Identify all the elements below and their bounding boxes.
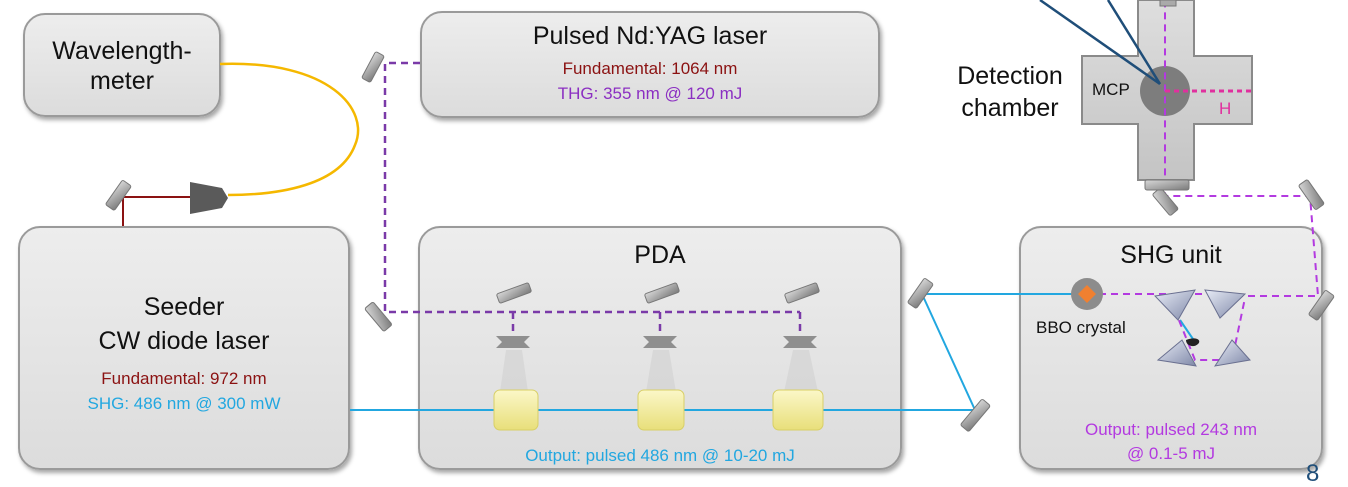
mirror [644, 282, 680, 304]
bbo-crystal [1078, 285, 1096, 303]
mirror [1298, 179, 1325, 210]
mirror [361, 51, 385, 83]
uv-243-beam [1087, 0, 1320, 361]
arrow-line [1039, 0, 1161, 86]
lens [496, 336, 817, 348]
h-label: H [1219, 99, 1232, 118]
prism [1213, 339, 1251, 367]
dye-cell [772, 389, 824, 431]
pda-title: PDA [634, 241, 686, 269]
shg-output: Output: pulsed 243 nm @ 0.1-5 mJ [1084, 420, 1257, 463]
mcp-label: MCP [1092, 80, 1130, 99]
bbo-crystal-label: BBO crystal [1036, 318, 1126, 337]
mirror [1308, 290, 1335, 321]
mirror [960, 399, 991, 432]
dye-cell [493, 389, 539, 431]
detection-chamber-label: Detection chamber [957, 62, 1063, 122]
fiber-line [219, 62, 360, 197]
yag-thg: THG: 355 nm @ 120 mJ [557, 84, 743, 103]
mirror [784, 282, 820, 304]
yag-title: Pulsed Nd:YAG laser [532, 22, 768, 50]
dye-cell [637, 389, 685, 431]
seeder-label: Seeder CW diode laser [98, 293, 270, 355]
wavelengthmeter-box [23, 13, 221, 117]
prism [1204, 289, 1247, 319]
yag-fundamental: Fundamental: 1064 nm [562, 59, 738, 78]
yag-laser-box [420, 11, 880, 118]
mirror [364, 301, 392, 332]
pda-output: Output: pulsed 486 nm @ 10-20 mJ [525, 446, 795, 465]
fundamental-beam [122, 196, 196, 226]
window [1144, 179, 1190, 191]
prism [1153, 289, 1196, 321]
seeder-box [18, 226, 350, 470]
beam-dump [1186, 338, 1200, 347]
mirror [1152, 187, 1179, 216]
arrow-line [1106, 0, 1162, 85]
mirror [907, 278, 934, 309]
shg-unit-box [1019, 226, 1323, 470]
shg-unit-title: SHG unit [1120, 241, 1222, 269]
thg-pump-beam [383, 61, 802, 338]
fiber-coupler [190, 182, 228, 214]
mirror [105, 180, 132, 211]
seeder-shg: SHG: 486 nm @ 300 mW [87, 394, 281, 413]
mirror [496, 282, 532, 304]
prism [1156, 339, 1197, 367]
seeder-fundamental: Fundamental: 972 nm [101, 369, 267, 388]
wavelengthmeter-label: Wavelength- meter [52, 37, 192, 95]
page-number: 8 [1306, 460, 1320, 487]
